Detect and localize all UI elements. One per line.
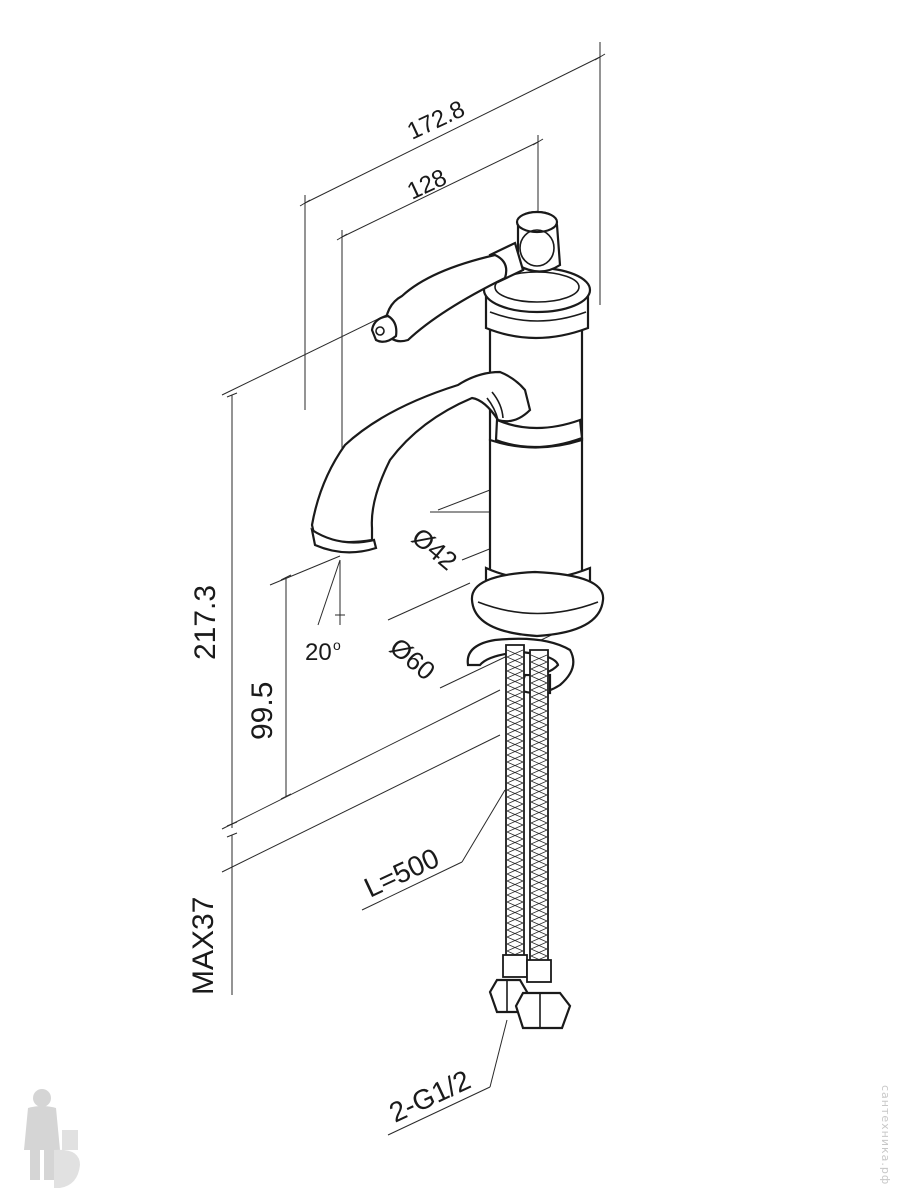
- dim-hose-length: L=500: [359, 842, 443, 903]
- dim-body-diameter: Ø42: [406, 522, 463, 577]
- dim-max-deck: MAX37: [187, 897, 220, 995]
- faucet-spout: [310, 370, 532, 554]
- hose-braid-right: [530, 654, 548, 964]
- dim-angle: 20: [305, 639, 332, 666]
- dim-total-height: 217.3: [189, 585, 222, 660]
- dim-base-diameter: Ø60: [384, 632, 441, 687]
- watermark-text: сантехника.рф: [879, 1085, 892, 1186]
- dim-connection: 2-G1/2: [384, 1064, 475, 1128]
- faucet-body: [470, 266, 605, 638]
- hose-braid-left: [506, 649, 524, 959]
- faucet-handle: [370, 210, 562, 343]
- braided-hoses: [488, 644, 572, 1030]
- plumber-logo: [24, 1089, 80, 1188]
- dimension-labels: 172.8 128 Ø42 Ø60 217.3 99.5 MAX37 20 o …: [187, 96, 475, 1129]
- dim-angle-unit: o: [333, 637, 341, 653]
- dim-spout-height: 99.5: [246, 682, 279, 740]
- dim-spout-reach: 128: [403, 164, 451, 205]
